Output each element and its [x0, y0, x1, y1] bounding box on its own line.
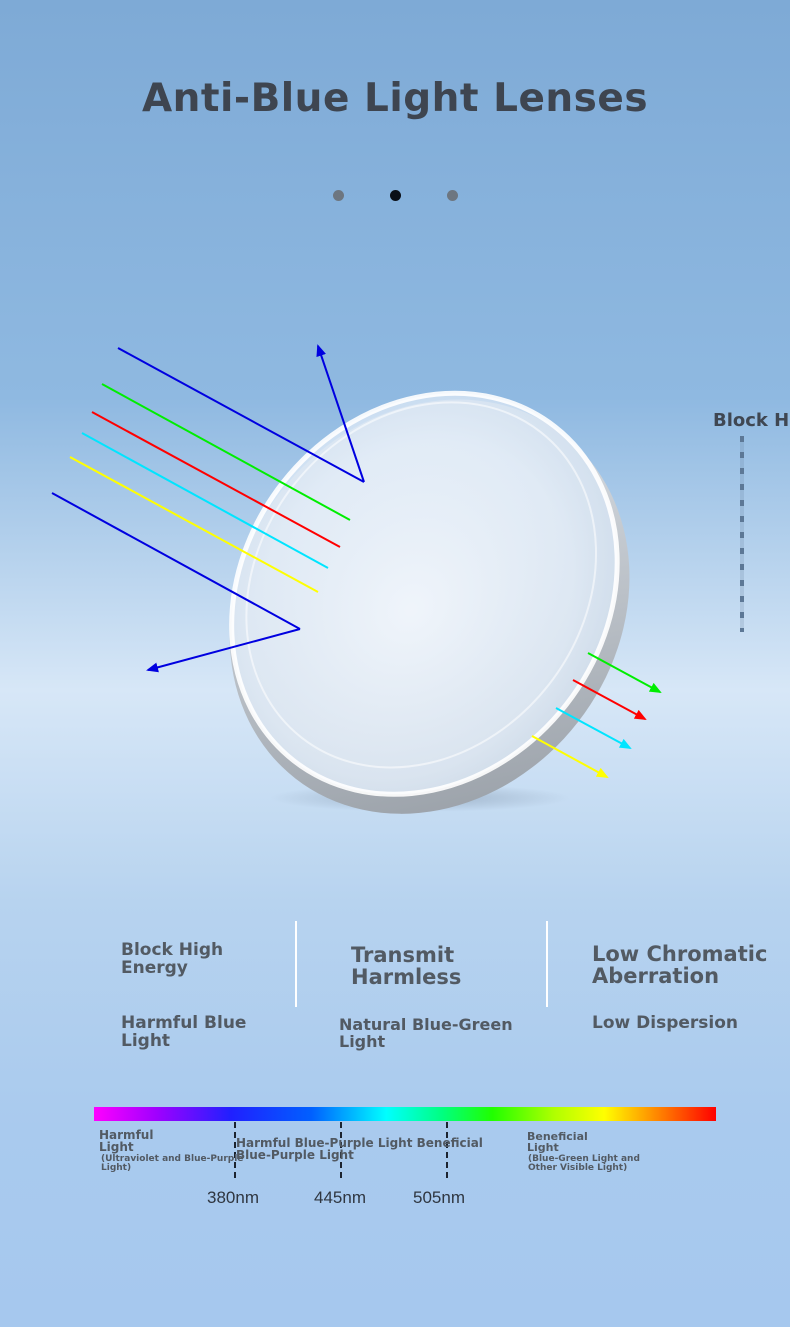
ray-blue-bottom-reflected — [146, 628, 301, 673]
tick-380 — [234, 1122, 236, 1178]
ray-red-out — [572, 679, 647, 720]
beneficial-light-label: Beneficial Light — [527, 1130, 588, 1154]
carousel-dot-3[interactable] — [446, 190, 458, 201]
feature-block-blue: Block High Energy Harmful Blue Light — [121, 923, 246, 1069]
ray-blue-top — [117, 347, 365, 483]
feature-subtitle: Low Dispersion — [592, 1013, 739, 1034]
blue-purple-label: Harmful Blue-Purple Light Beneficial Blu… — [236, 1136, 483, 1162]
page-title: Anti-Blue Light Lenses — [141, 76, 649, 121]
wavelength-380: 380nm — [207, 1188, 259, 1207]
incoming-rays — [51, 344, 365, 673]
feature-divider — [546, 921, 548, 1007]
lens-face — [229, 390, 620, 797]
tick-445 — [340, 1122, 342, 1178]
transmitted-rays — [531, 652, 662, 778]
feature-chromatic: Low Chromatic Aberration Low Dispersion — [592, 924, 767, 1052]
lens — [229, 390, 630, 814]
ray-red — [91, 411, 341, 548]
tick-505 — [446, 1122, 448, 1178]
ray-yellow-out — [531, 735, 609, 778]
next-slide-peek-bar — [740, 436, 744, 632]
beneficial-light-detail: (Blue-Green Light and Other Visible Ligh… — [528, 1154, 640, 1173]
feature-title: Low Chromatic Aberration — [592, 942, 768, 989]
ray-cyan — [81, 432, 329, 569]
next-slide-peek-label: Block H — [713, 410, 790, 431]
ray-cyan-out — [555, 707, 632, 749]
harmful-light-detail: (Ultraviolet and Blue-Purple Light) — [101, 1154, 244, 1173]
feature-transmit: Transmit Harmless Natural Blue-Green Lig… — [339, 925, 513, 1070]
ray-green — [101, 383, 351, 521]
wavelength-445: 445nm — [314, 1188, 366, 1207]
lens-diagram — [51, 344, 662, 814]
feature-subtitle: Natural Blue-Green Light — [339, 1015, 513, 1051]
light-spectrum-bar — [94, 1107, 716, 1121]
feature-title: Block High Energy — [121, 940, 224, 978]
carousel-dot-1[interactable] — [332, 190, 344, 201]
feature-title: Transmit Harmless — [351, 943, 462, 990]
feature-subtitle: Harmful Blue Light — [121, 1012, 247, 1051]
feature-divider — [295, 921, 297, 1007]
ray-blue-bottom — [51, 492, 301, 630]
wavelength-505: 505nm — [413, 1188, 465, 1207]
ray-green-out — [587, 652, 662, 693]
carousel-dot-2[interactable] — [389, 190, 401, 201]
ray-blue-top-reflected — [316, 344, 365, 483]
harmful-light-label: Harmful Light — [99, 1128, 154, 1154]
ray-yellow — [69, 456, 319, 593]
carousel-indicator — [0, 190, 790, 201]
lens-highlight — [245, 401, 598, 769]
